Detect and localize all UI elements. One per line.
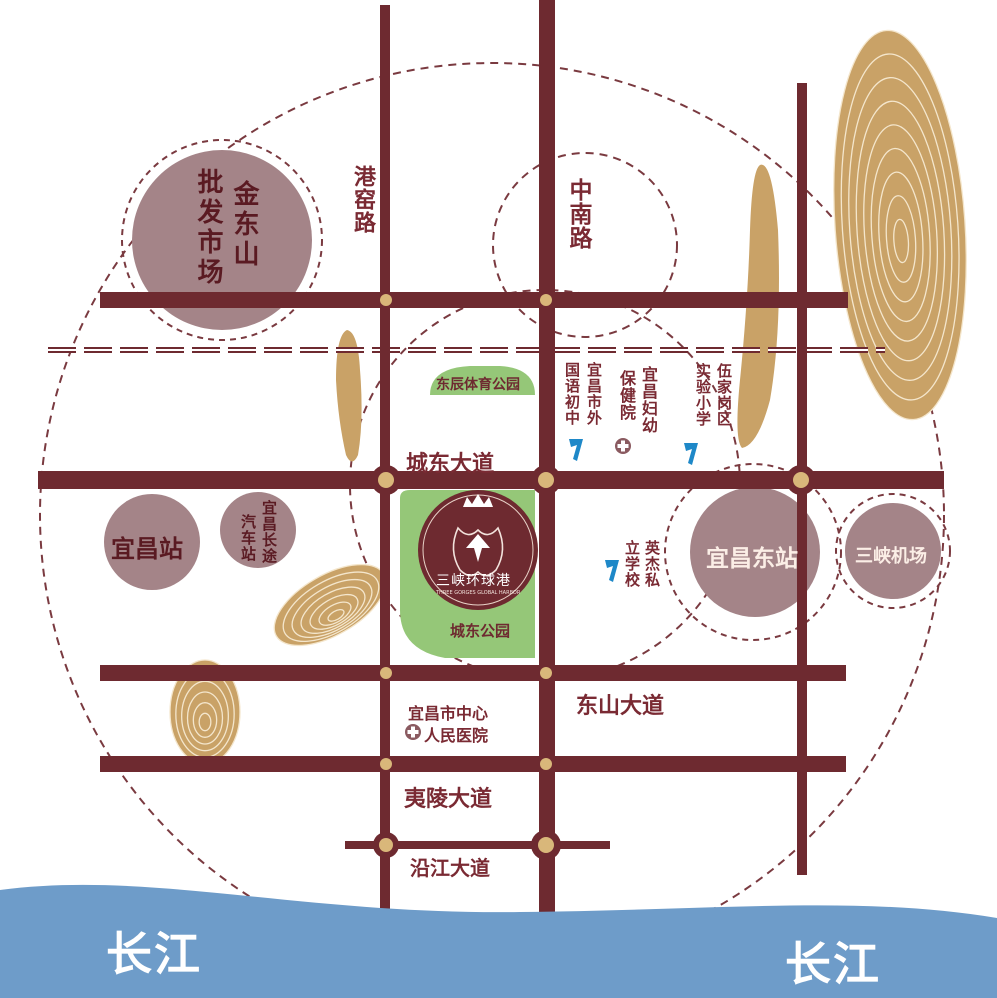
mch-label-left: 保健院	[617, 370, 636, 421]
project-logo	[418, 490, 538, 610]
river-label-left: 长江	[106, 927, 202, 981]
range-ring-outer	[39, 62, 945, 968]
road-label-yanjiang: 沿江大道	[410, 856, 490, 880]
sports-park-label: 东辰体育公园	[436, 377, 520, 393]
mch-label-right: 宜昌妇幼	[639, 366, 658, 434]
jindongshan-label-left: 批发市场	[193, 168, 223, 288]
yichang-east-circle	[690, 487, 820, 617]
node-small	[380, 294, 392, 306]
yangtze-river	[0, 884, 997, 998]
hospital-cross-icon	[405, 724, 421, 740]
hill-peanut-west	[273, 563, 387, 647]
node-big-inner	[538, 837, 554, 853]
road-yanjiang	[345, 841, 610, 849]
node-small	[380, 667, 392, 679]
node-small	[540, 667, 552, 679]
crown-icon	[463, 494, 493, 507]
emblem-icon	[452, 526, 504, 577]
roads	[38, 0, 944, 920]
bus-station-label-left: 汽车站	[239, 514, 257, 562]
wjg-label-left: 实验小学	[694, 363, 712, 427]
project-name: 三峡环球港	[436, 573, 511, 589]
node-small	[540, 294, 552, 306]
yingjie-label-left: 立学校	[623, 540, 641, 588]
road-chengdong	[38, 471, 944, 489]
hospital-cross-icon	[615, 438, 631, 454]
fls-label-right: 宜昌市外	[585, 362, 603, 426]
emblem-mark-icon	[466, 534, 490, 562]
contour-line	[327, 608, 345, 622]
school-icon	[684, 443, 698, 465]
intersections	[371, 294, 816, 860]
contour-line	[198, 712, 212, 732]
bus-station-label-right: 宜昌长途	[260, 500, 278, 564]
node-big-inner	[378, 472, 394, 488]
road-zhongnan-vertical	[539, 0, 555, 920]
road-dongshan	[100, 665, 846, 681]
mountain-large	[833, 29, 967, 421]
node-big-inner	[793, 472, 809, 488]
jindongshan-circle	[132, 150, 312, 330]
road-label-zhongnan: 中南路	[565, 178, 591, 250]
road-gangyao-vertical	[380, 5, 390, 915]
sports-park-area	[430, 366, 535, 395]
chengdong-park-label: 城东公园	[450, 622, 511, 640]
school-icon	[569, 439, 583, 461]
road-label-dongshan: 东山大道	[576, 694, 665, 719]
road-label-chengdong: 城东大道	[406, 452, 495, 477]
road-label-gangyao: 港窑路	[350, 165, 375, 234]
node-small	[540, 758, 552, 770]
hospital-label-line2: 人民医院	[424, 726, 489, 745]
airport-label: 三峡机场	[855, 546, 927, 567]
road-north-horizontal	[100, 292, 848, 308]
node-big-inner	[538, 472, 554, 488]
hill-small-north	[336, 330, 362, 462]
wjg-label-right: 伍家岗区	[715, 363, 733, 427]
fls-label-left: 国语初中	[563, 362, 581, 426]
airport-ring	[835, 493, 951, 609]
school-icon	[605, 560, 619, 582]
hill-southwest	[169, 659, 241, 765]
node-small	[380, 758, 392, 770]
road-yiling	[100, 756, 846, 772]
yichang-east-label: 宜昌东站	[706, 546, 798, 572]
yichang-east-ring	[664, 463, 842, 641]
hospital-label-line1: 宜昌市中心	[408, 704, 489, 723]
yichang-station-circle	[104, 494, 200, 590]
yingjie-label-right: 英杰私	[643, 540, 661, 588]
airport-circle	[845, 503, 941, 599]
bus-station-circle	[220, 492, 296, 568]
jindongshan-label-right: 金东山	[229, 180, 259, 270]
project-subtitle: THREE GORGES GLOBAL HARBOR	[436, 590, 521, 596]
node-big-inner	[379, 838, 393, 852]
road-label-yiling: 夷陵大道	[404, 787, 493, 812]
yichang-station-label: 宜昌站	[111, 535, 183, 563]
river-label-right: 长江	[785, 937, 881, 991]
contour-line	[893, 218, 910, 264]
jindongshan-circle-ring	[121, 139, 323, 341]
range-ring-north	[492, 152, 678, 338]
